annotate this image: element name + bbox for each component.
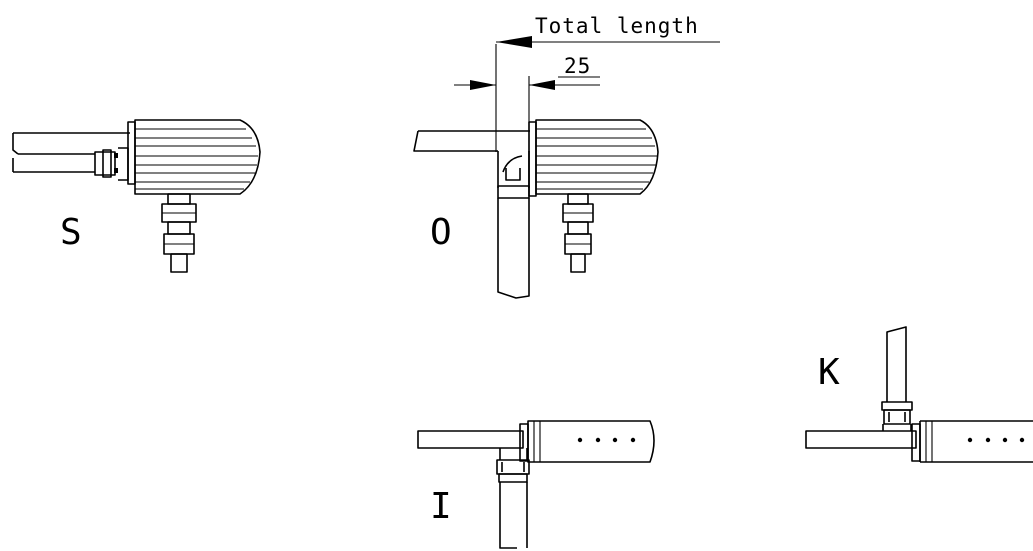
variant-label-i: I	[430, 486, 452, 527]
variant-k: K	[805, 326, 1033, 463]
variant-s: S	[12, 119, 261, 273]
dimension-offset-25: 25	[564, 54, 591, 78]
variant-i: I	[417, 420, 655, 549]
dimension-total-length: Total length	[535, 14, 699, 38]
variant-label-k: K	[818, 352, 840, 393]
variant-label-s: S	[60, 212, 82, 253]
variant-label-o: O	[430, 212, 452, 253]
variant-o: Total length 25 O	[413, 14, 720, 299]
